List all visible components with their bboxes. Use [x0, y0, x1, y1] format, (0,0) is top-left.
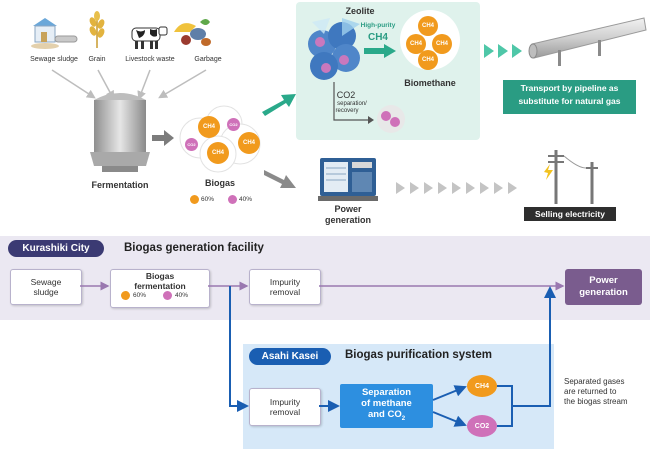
- transport-label-line1: Transport by pipeline as: [520, 83, 619, 93]
- arrow-to-power: [264, 166, 298, 190]
- power-generation-line1: Power: [334, 204, 362, 214]
- pipeline-icon: [528, 14, 648, 74]
- grain-icon: [86, 10, 108, 50]
- kurashiki-title: Biogas generation facility: [124, 242, 264, 254]
- transport-label-line2: substitute for natural gas: [518, 96, 621, 106]
- biomethane-label: Biomethane: [404, 78, 456, 88]
- co2-recovery-arrow: [330, 82, 380, 126]
- kurashiki-fermentation-line2: fermentation: [134, 281, 186, 291]
- source-label-grain: Grain: [88, 56, 106, 63]
- asahi-co2-circle: CO2: [467, 415, 497, 437]
- selling-electricity-label: Selling electricity: [524, 207, 616, 221]
- arrow-to-biomethane: [364, 44, 396, 58]
- biogas-ch4-molecule: CH4: [238, 132, 260, 154]
- legend-co2-dot: [228, 195, 237, 204]
- biomethane-ch4-molecule: CH4: [418, 50, 438, 70]
- kurashiki-power-line2: generation: [579, 287, 628, 298]
- high-purity-ch4-label: CH4: [367, 32, 388, 43]
- asahi-ch4-circle: CH4: [467, 375, 497, 397]
- biogas-ch4-molecule: CH4: [207, 142, 229, 164]
- kurashiki-fermentation-box: Biogas fermentation: [110, 269, 210, 308]
- asahi-pill: Asahi Kasei: [249, 348, 331, 365]
- fermentation-label: Fermentation: [91, 180, 149, 190]
- asahi-separation-line2: of methane: [361, 398, 412, 410]
- note-line3: the biogas stream: [564, 397, 628, 406]
- kurashiki-co2-dot: [163, 291, 172, 300]
- note-line1: Separated gases: [564, 377, 625, 386]
- kurashiki-sewage-line1: Sewage: [30, 277, 62, 287]
- sewage-sludge-icon: [29, 14, 79, 50]
- electricity-flow-arrows: [396, 181, 522, 194]
- biogas-co2-molecule: CO2: [185, 138, 198, 151]
- power-generation-line2: generation: [324, 215, 371, 225]
- source-label-livestock: Livestock waste: [125, 56, 175, 63]
- kurashiki-pill: Kurashiki City: [8, 240, 104, 257]
- kurashiki-sewage-line2: sludge: [33, 287, 59, 297]
- note-line2: are returned to: [564, 387, 617, 396]
- kurashiki-impurity-line1: Impurity: [269, 277, 301, 287]
- fermentation-tank-icon: [88, 86, 152, 174]
- kurashiki-co2-pct: 40%: [175, 292, 189, 299]
- co2-recovered-cluster: [376, 104, 406, 134]
- biogas-label: Biogas: [204, 178, 235, 188]
- co2-label: CO2: [336, 90, 356, 100]
- asahi-impurity-line2: removal: [269, 407, 301, 417]
- asahi-separation-line3: and CO: [367, 409, 402, 421]
- source-arrows: [51, 69, 207, 101]
- pipeline-flow-arrows: [484, 44, 534, 58]
- transport-label: Transport by pipeline as substitute for …: [503, 80, 636, 114]
- source-label-sewage: Sewage sludge: [30, 56, 78, 63]
- zeolite-crystal-icon: [302, 14, 366, 84]
- legend-ch4-dot: [190, 195, 199, 204]
- kurashiki-ch4-dot: [121, 291, 130, 300]
- garbage-food-icon: [172, 14, 212, 50]
- co2-recovery-label: recovery: [335, 108, 359, 114]
- arrow-to-biogas: [152, 130, 174, 146]
- biomethane-ch4-molecule: CH4: [418, 16, 438, 36]
- asahi-separation-box: Separation of methane and CO2: [340, 384, 433, 428]
- kurashiki-power-box: Power generation: [565, 269, 642, 305]
- legend-ch4-pct: 60%: [201, 196, 215, 203]
- biogas-ch4-molecule: CH4: [198, 116, 220, 138]
- kurashiki-band: [0, 236, 650, 320]
- asahi-title: Biogas purification system: [345, 349, 492, 361]
- returned-gases-note: Separated gases are returned to the biog…: [564, 377, 650, 407]
- kurashiki-impurity-line2: removal: [269, 287, 301, 297]
- power-generator-icon: [318, 156, 378, 202]
- asahi-separation-line1: Separation: [361, 387, 412, 399]
- asahi-impurity-box: Impurity removal: [249, 388, 321, 426]
- livestock-cow-icon: [126, 22, 168, 50]
- zeolite-label: Zeolite: [345, 6, 375, 16]
- power-generation-label: Power generation: [320, 204, 376, 226]
- power-pole-icon: [532, 148, 612, 206]
- arrow-to-zeolite: [262, 92, 298, 116]
- high-purity-label: High-purity: [360, 22, 396, 29]
- asahi-impurity-line1: Impurity: [269, 397, 301, 407]
- kurashiki-sewage-box: Sewage sludge: [10, 269, 82, 305]
- co2-separation-label: separation/: [337, 101, 367, 107]
- kurashiki-power-line1: Power: [589, 275, 618, 286]
- kurashiki-fermentation-line1: Biogas: [145, 271, 175, 281]
- biogas-co2-molecule: CO2: [227, 118, 240, 131]
- legend-co2-pct: 40%: [239, 196, 253, 203]
- kurashiki-impurity-box: Impurity removal: [249, 269, 321, 305]
- kurashiki-ch4-pct: 60%: [133, 292, 147, 299]
- biomethane-ch4-molecule: CH4: [432, 34, 452, 54]
- biomethane-ch4-molecule: CH4: [406, 34, 426, 54]
- source-label-garbage: Garbage: [194, 56, 222, 63]
